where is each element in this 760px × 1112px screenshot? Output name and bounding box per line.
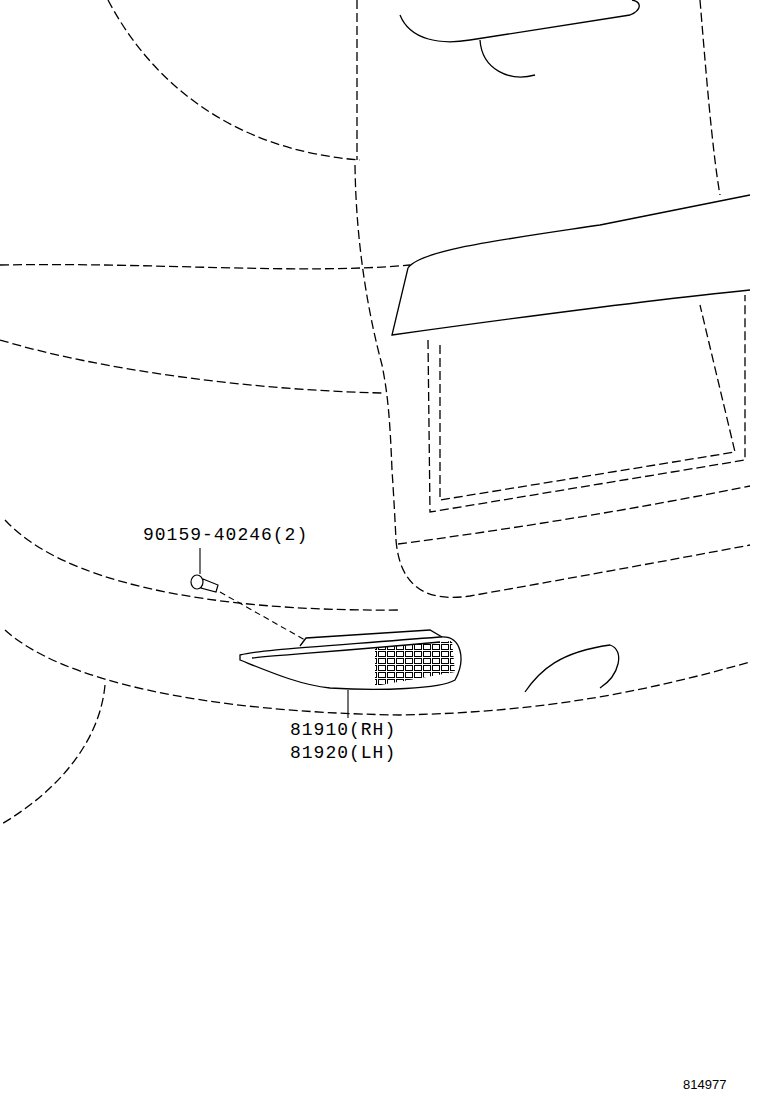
part-number: 81920(LH) — [290, 744, 396, 764]
bolt — [191, 575, 218, 592]
part-number: 90159-40246(2) — [143, 526, 308, 546]
bumper-outline — [392, 0, 750, 692]
figure-number: 814977 — [683, 1078, 726, 1092]
leader-lines — [200, 548, 348, 718]
part-number: 81910(RH) — [290, 721, 396, 741]
reflector — [240, 630, 461, 689]
body-outline — [0, 0, 750, 825]
